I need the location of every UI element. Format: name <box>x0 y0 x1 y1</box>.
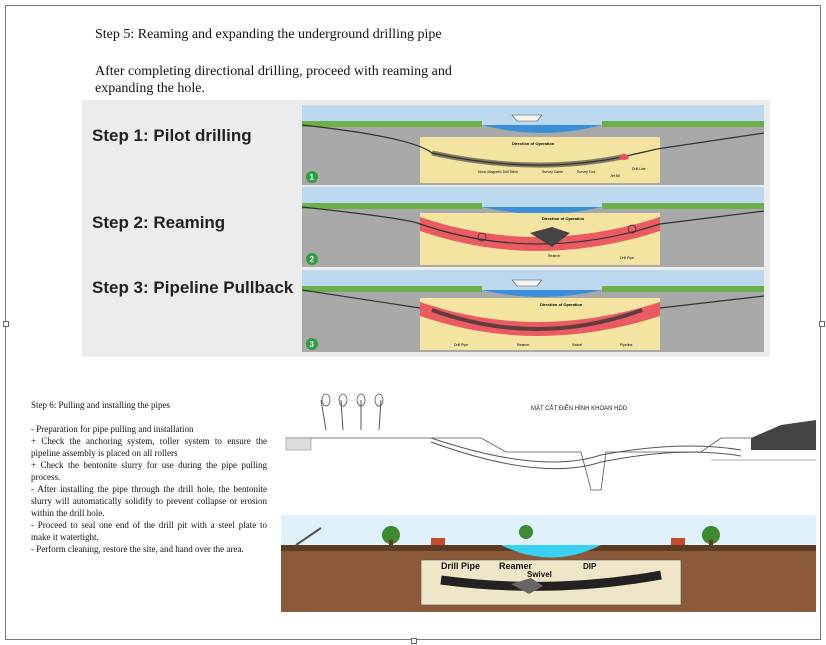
step5-intro: After completing directional drilling, p… <box>95 64 452 96</box>
step3-direction: Direction of Operation <box>540 302 583 307</box>
step6-line: - Proceed to seal one end of the drill p… <box>31 520 267 542</box>
bottom-swivel-label: Swivel <box>527 570 552 579</box>
step1-part-line: Drill Line <box>632 167 646 171</box>
step6-line: - After installing the pipe through the … <box>31 484 267 518</box>
step5-heading: Step 5: Reaming and expanding the underg… <box>95 27 442 42</box>
step6-line: + Check the anchoring system, roller sys… <box>31 436 267 458</box>
bottom-dip-label: DIP <box>583 562 597 571</box>
step1-part-cable: Survey Cable <box>542 170 563 174</box>
step2-part-pipe: Drill Pipe <box>620 256 634 260</box>
step3-panel: Direction of Operation Drill Pipe Reamer… <box>302 270 764 352</box>
step6-line: + Check the bentonite slurry for use dur… <box>31 460 267 482</box>
bottom-drill-pipe-label: Drill Pipe <box>441 561 480 571</box>
step1-label: Step 1: Pilot drilling <box>92 126 252 145</box>
step2-label: Step 2: Reaming <box>92 213 226 232</box>
pipe-installation-figure: MẶT CẮT ĐIỂN HÌNH KHOAN HDD Drill Pipe R… <box>281 380 816 612</box>
step6-text: Step 6: Pulling and installing the pipes… <box>31 399 267 555</box>
resize-handle-right[interactable] <box>819 321 825 327</box>
step1-panel: Direction of Operation Nono-Magnetic Dri… <box>302 105 764 185</box>
step6-title: Step 6: Pulling and installing the pipes <box>31 400 170 410</box>
step2-part-reamer: Reamer <box>548 254 561 258</box>
step3-label: Step 3: Pipeline Pullback <box>92 278 294 297</box>
step1-part-bit: Jet Bit <box>610 174 620 178</box>
step6-line: - Preparation for pipe pulling and insta… <box>31 424 194 434</box>
step1-part-tool: Survey Tool <box>577 170 595 174</box>
step3-part-reamer: Reamer <box>517 343 530 347</box>
step3-part-swivel: Swivel <box>572 343 582 347</box>
resize-handle-bottom[interactable] <box>411 638 417 644</box>
step3-part-pipe: Drill Pipe <box>454 343 468 347</box>
step3-part-pipeline: Pipeline <box>620 343 633 347</box>
step2-panel: Direction of Operation Reamer Drill Pipe… <box>302 187 764 267</box>
hdd-steps-figure: Step 1: Pilot drilling Step 2: Reaming S… <box>82 100 770 357</box>
bottom-reamer-label: Reamer <box>499 561 533 571</box>
section-title: MẶT CẮT ĐIỂN HÌNH KHOAN HDD <box>531 404 628 412</box>
resize-handle-left[interactable] <box>3 321 9 327</box>
step1-badge: 1 <box>310 173 315 182</box>
step6-line: - Perform cleaning, restore the site, an… <box>31 544 244 554</box>
step1-part-stem: Nono-Magnetic Drill Stem <box>478 170 518 174</box>
step3-badge: 3 <box>310 340 315 349</box>
step2-badge: 2 <box>310 255 315 264</box>
step2-direction: Direction of Operation <box>542 216 585 221</box>
step1-direction: Direction of Operation <box>512 141 555 146</box>
